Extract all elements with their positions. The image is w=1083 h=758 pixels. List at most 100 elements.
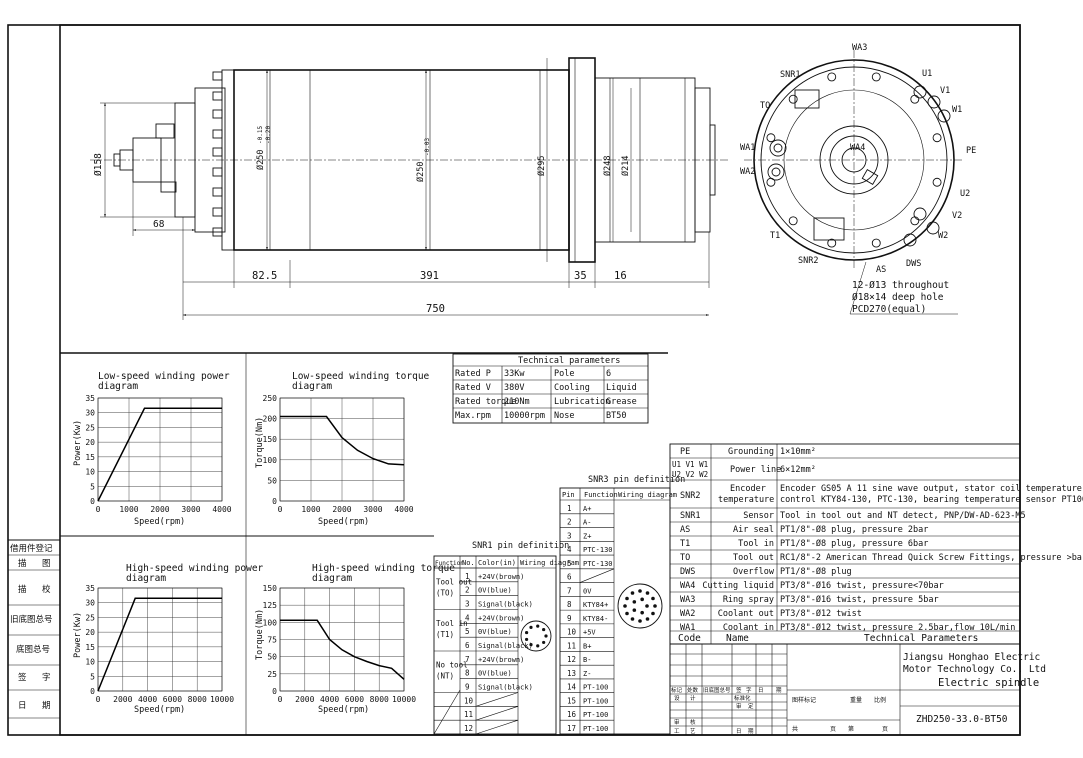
- lbl-wa1: WA1: [740, 143, 755, 153]
- snr3-pin: 4: [567, 545, 572, 554]
- connector-pin: [529, 643, 533, 647]
- snr3-func: Z+: [583, 532, 591, 540]
- bolt-hole: [932, 177, 942, 187]
- code-cell: SNR1: [680, 511, 700, 521]
- tech-cell: Grease: [606, 397, 637, 407]
- spindle-end-view: WA3 SNR1 U1 V1 W1 TO WA1 WA2 WA4 PE U2 V…: [740, 43, 976, 315]
- snr3-func: PTC-130: [583, 560, 613, 568]
- connector-pin: [630, 591, 635, 595]
- note-pcd: PCD270(equal): [852, 304, 926, 315]
- code-cell: DWS: [680, 567, 695, 577]
- series-line: [280, 415, 405, 466]
- bolt-hole: [766, 133, 776, 143]
- y-tick-label: 35: [85, 394, 95, 403]
- name-cell: temperature: [718, 495, 774, 505]
- tech-cell: Nose: [554, 411, 574, 421]
- snr1-pin-color: 0V(blue): [478, 670, 512, 678]
- snr3-pin: 11: [567, 641, 576, 650]
- bolt-hole: [932, 133, 942, 143]
- tb-design-b: 计: [690, 694, 696, 702]
- snr1-pin-no: 3: [465, 600, 470, 609]
- end-view-ports: [767, 85, 951, 247]
- dim-d250b: Ø250: [415, 162, 426, 182]
- snr1-group-code: (T1): [436, 630, 454, 639]
- x-tick-label: 2000: [113, 695, 132, 704]
- name-cell: Coolant out: [718, 609, 774, 619]
- connector-pin: [544, 634, 548, 638]
- dim-d250b-tol: -0.03: [424, 138, 431, 156]
- snr1-group-code: (TO): [436, 589, 454, 598]
- chart-ylabel: Torque(Nm): [255, 609, 265, 660]
- y-tick-label: 10: [85, 468, 95, 477]
- code-cell: WA4: [680, 581, 695, 591]
- lc-borrow-reg: 借用件登记: [10, 543, 53, 554]
- bolt-holes: [766, 72, 942, 248]
- tb-craft-a: 工: [674, 728, 680, 735]
- param-cell: RC1/8"-2 American Thread Quick Screw Fit…: [780, 553, 1083, 563]
- snr3-table: SNR3 pin definition Pin Function Wiring …: [559, 475, 685, 735]
- x-tick-label: 4000: [138, 695, 157, 704]
- x-tick-label: 0: [96, 695, 101, 704]
- chart-title-line1: High-speed winding power: [126, 563, 264, 574]
- lc-trace-2: 图: [42, 559, 51, 569]
- snr1-h-wiring: Wiring diagram: [520, 559, 579, 567]
- snr3-pin: 14: [567, 683, 577, 692]
- dim-d250a-tol1: -0.15: [257, 126, 264, 144]
- code-cell: TO: [680, 553, 690, 563]
- param-cell: 1×10mm²: [780, 447, 816, 457]
- chart-high-speed-torque: High-speed winding torque diagram Torque…: [255, 563, 455, 715]
- dim-d248: Ø248: [602, 156, 613, 176]
- spindle-side-view: Ø158 68 82.5 391 35 16 750 Ø250 -0.15 -0…: [90, 57, 730, 320]
- name-cell: Sensor: [743, 511, 774, 521]
- chart-ylabel: Power(Kw): [73, 612, 83, 658]
- param-cell: PT3/8"-Ø12 twist: [780, 608, 862, 619]
- lbl-u2: U2: [960, 189, 970, 199]
- y-tick-label: 15: [85, 643, 95, 652]
- sheet-frame: [7, 24, 1021, 736]
- snr3-func: B-: [583, 656, 591, 664]
- lbl-wa4: WA4: [850, 143, 865, 153]
- lc-date-1: 日: [18, 701, 27, 711]
- lbl-w1: W1: [952, 105, 962, 115]
- code-cell: U1 V1 W1: [672, 460, 708, 469]
- lbl-dws: DWS: [906, 259, 921, 269]
- lc-check-1: 描: [18, 584, 27, 595]
- tb-sign-b: 字: [746, 686, 752, 694]
- x-tick-label: 10000: [210, 695, 234, 704]
- bolt-hole: [827, 72, 837, 82]
- snr3-pin: 2: [567, 518, 572, 527]
- dim-d214: Ø214: [620, 156, 631, 176]
- tb-date-b: 期: [776, 687, 782, 694]
- snr1-group-code: (NT): [436, 672, 454, 681]
- snr3-pin: 8: [567, 600, 572, 609]
- name-cell: Overflow: [733, 567, 775, 577]
- tech-cell: Rated P: [455, 369, 491, 379]
- param-cell: PT3/8"-Ø12 twist, pressure 2.5bar,flow 1…: [780, 622, 1015, 633]
- name-cell: Air seal: [733, 525, 774, 535]
- connector-pin: [645, 617, 650, 621]
- connector-pin: [542, 627, 546, 632]
- tb-craft-b: 艺: [690, 728, 696, 735]
- y-tick-label: 20: [85, 628, 95, 637]
- snr3-pin: 17: [567, 724, 576, 733]
- code-cell: WA2: [680, 609, 695, 619]
- bolt-hole: [788, 216, 798, 226]
- lbl-wa2: WA2: [740, 167, 755, 177]
- connector-pin: [630, 617, 635, 621]
- snr3-title: SNR3 pin definition: [588, 475, 685, 485]
- title-block: 标记 处数 旧底图总号 签 字 日 期 设 计 标准化 审 定 审 核 工 艺 …: [669, 643, 1046, 736]
- y-tick-label: 30: [85, 599, 95, 608]
- snr1-pin-color: 0V(blue): [478, 587, 512, 595]
- snr3-func: +5V: [583, 629, 596, 637]
- chart-xlabel: Speed(rpm): [134, 517, 185, 527]
- company-line2: Motor Technology Co., Ltd: [903, 664, 1046, 675]
- tb-weight: 重量: [850, 696, 862, 704]
- chart-title-line1: Low-speed winding torque: [292, 371, 430, 382]
- snr3-pin: 5: [567, 559, 572, 568]
- dim-82-5: 82.5: [252, 270, 277, 282]
- snr3-func: PT-100: [583, 725, 608, 733]
- series-line: [97, 597, 222, 692]
- tb-date2-a: 日: [736, 728, 742, 735]
- connector-pin: [536, 644, 540, 648]
- name-cell: Encoder: [730, 484, 766, 494]
